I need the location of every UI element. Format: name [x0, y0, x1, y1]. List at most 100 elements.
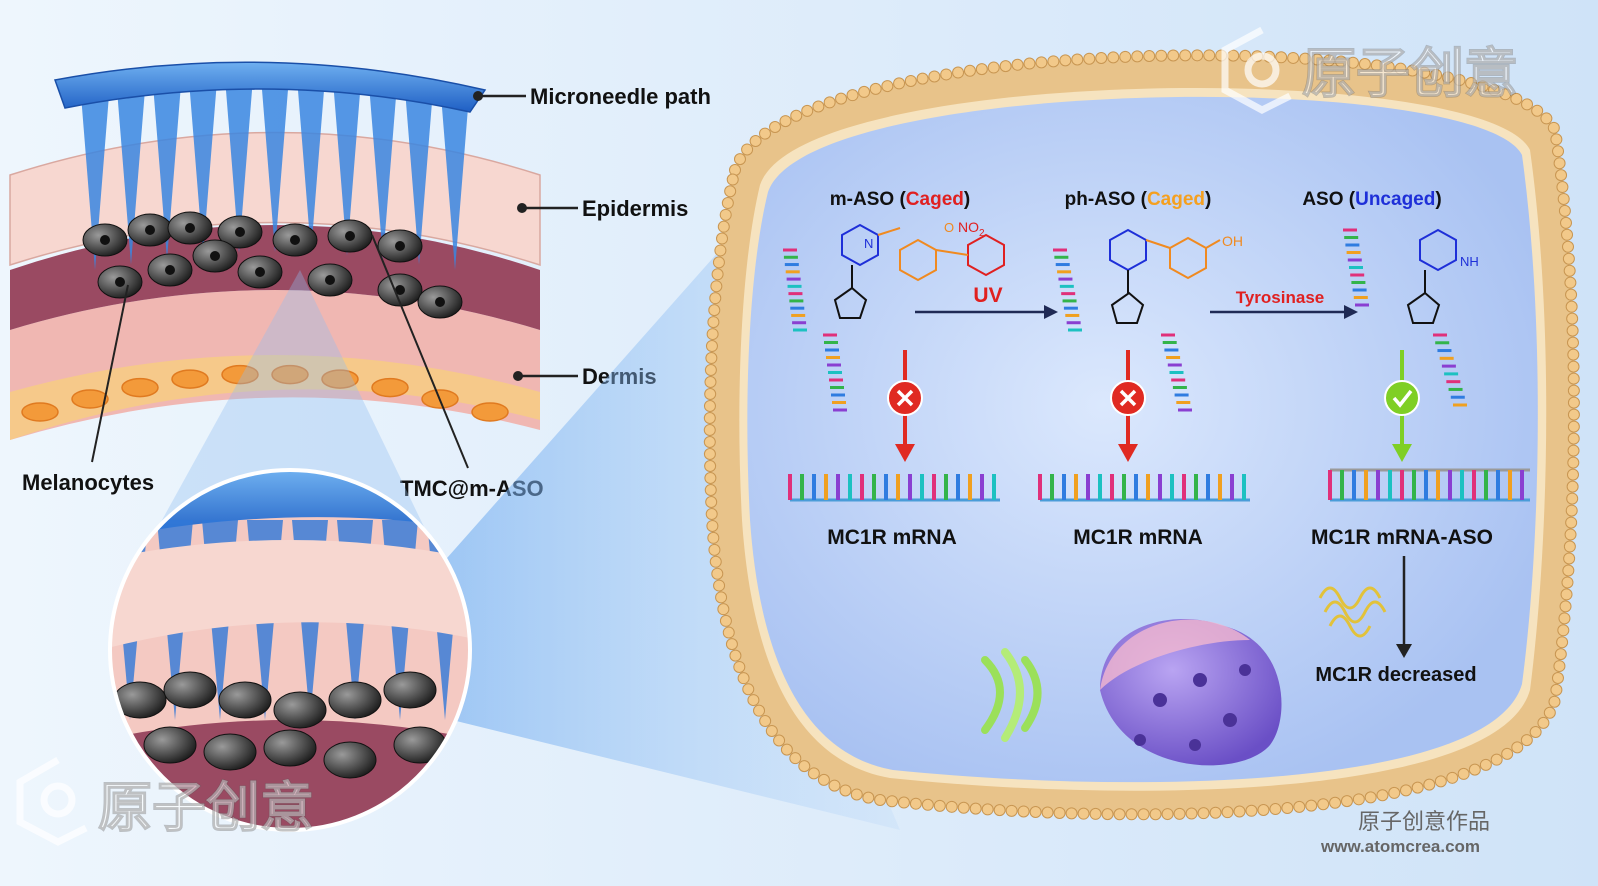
melanocyte-nucleus: [210, 251, 220, 261]
lipid-head: [1071, 53, 1084, 66]
lipid-head: [1053, 806, 1066, 819]
lipid-head: [1561, 228, 1574, 241]
lipid-head: [703, 400, 716, 413]
lipid-head: [1388, 786, 1401, 799]
lipid-head: [1531, 104, 1544, 117]
lipid-head: [707, 316, 720, 329]
lipid-head: [769, 120, 782, 133]
lipid-head: [1023, 57, 1036, 70]
lipid-head: [812, 100, 825, 113]
stage-1-name: m-ASO: [830, 189, 894, 210]
effect-arrowhead: [1392, 444, 1412, 462]
lipid-head: [874, 794, 887, 807]
lipid-head: [779, 115, 792, 128]
lipid-heads: [703, 49, 1580, 821]
lipid-head: [1550, 683, 1563, 696]
cross-mark: [1119, 389, 1137, 407]
stage-1-header: m-ASO (Caged): [830, 189, 970, 210]
lipid-head: [711, 567, 724, 580]
lipid-head: [1269, 803, 1282, 816]
lipid-head: [1567, 348, 1580, 361]
microneedle: [297, 77, 325, 253]
lipid-head: [1113, 808, 1126, 821]
lipid-head: [1299, 52, 1312, 65]
lipid-head: [1540, 112, 1553, 125]
stage-1-state: Caged: [906, 189, 964, 210]
lipid-head: [1476, 80, 1489, 93]
stage-2-state: Caged: [1147, 189, 1205, 210]
lipid-head: [916, 72, 929, 85]
lipid-head: [1465, 77, 1478, 90]
lipid-head: [1554, 648, 1567, 661]
uv-label: UV: [973, 284, 1002, 307]
lipid-head: [1566, 312, 1579, 325]
lipid-head: [1143, 50, 1156, 63]
lipid-head: [1125, 808, 1138, 821]
lipid-head: [724, 185, 737, 198]
zoom-melanocyte: [328, 681, 382, 719]
lipid-head: [719, 614, 732, 627]
lipid-head: [1083, 52, 1096, 65]
lipid-head: [1029, 806, 1042, 819]
lipid-head: [1095, 52, 1108, 65]
melanocyte-nucleus: [100, 235, 110, 245]
lipid-head: [1089, 807, 1102, 820]
lipid-head: [1311, 53, 1324, 66]
molecule-m-aso: [833, 223, 1005, 319]
lipid-head: [1101, 808, 1114, 821]
lipid-head: [1065, 807, 1078, 820]
lipid-head: [790, 109, 803, 122]
lipid-head: [709, 555, 722, 568]
melanocyte-nucleus: [255, 267, 265, 277]
zoom-melanocyte: [218, 681, 272, 719]
watermark-logo-bottom: [16, 756, 88, 846]
lipid-head: [709, 292, 722, 305]
lipid-head: [1077, 807, 1090, 820]
melanocyte-nucleus: [165, 265, 175, 275]
lipid-head: [828, 779, 841, 792]
lipid-head: [747, 694, 760, 707]
lipid-head: [759, 127, 772, 140]
lipid-head: [1446, 771, 1459, 784]
lipid-head: [1394, 62, 1407, 75]
lipid-head: [1501, 747, 1514, 760]
molecule-aso: [1406, 228, 1457, 324]
lipid-head: [1566, 324, 1579, 337]
melanocyte-nucleus: [325, 275, 335, 285]
lipid-head: [1245, 804, 1258, 817]
atom-o-1: O: [944, 220, 954, 235]
watermark-top: 原子创意: [1302, 44, 1518, 104]
lipid-head: [1457, 767, 1470, 780]
lipid-head: [729, 649, 742, 662]
lipid-head: [708, 304, 721, 317]
amine-group: NH: [1460, 254, 1479, 269]
effect-arrowhead: [895, 444, 915, 462]
stage-3-header: ASO (Uncaged): [1302, 189, 1441, 210]
lipid-head: [801, 104, 814, 117]
lipid-head: [707, 531, 720, 544]
lipid-head: [933, 799, 946, 812]
lipid-head: [1468, 763, 1481, 776]
outcome-label: MC1R decreased: [1315, 664, 1476, 686]
lipid-head: [1567, 360, 1580, 373]
lipid-head: [1406, 64, 1419, 77]
lipid-head: [987, 61, 1000, 74]
lipid-head: [703, 448, 716, 461]
lipid-head: [1479, 758, 1492, 771]
lipid-head: [839, 784, 852, 797]
lipid-head: [1565, 300, 1578, 313]
lipid-head: [886, 795, 899, 808]
lipid-head: [1335, 55, 1348, 68]
watermarks: 原子创意 原子创意 原子创意作品 www.atomcrea.com: [16, 26, 1519, 856]
lipid-head: [1566, 468, 1579, 481]
lipid-head: [704, 388, 717, 401]
lipid-head: [1041, 806, 1054, 819]
lipid-head: [1553, 660, 1566, 673]
lipid-head: [1221, 806, 1234, 819]
melanocyte-cells: [82, 211, 463, 319]
melanocyte-nucleus: [115, 277, 125, 287]
microneedle: [405, 89, 433, 265]
lipid-head: [1490, 753, 1503, 766]
